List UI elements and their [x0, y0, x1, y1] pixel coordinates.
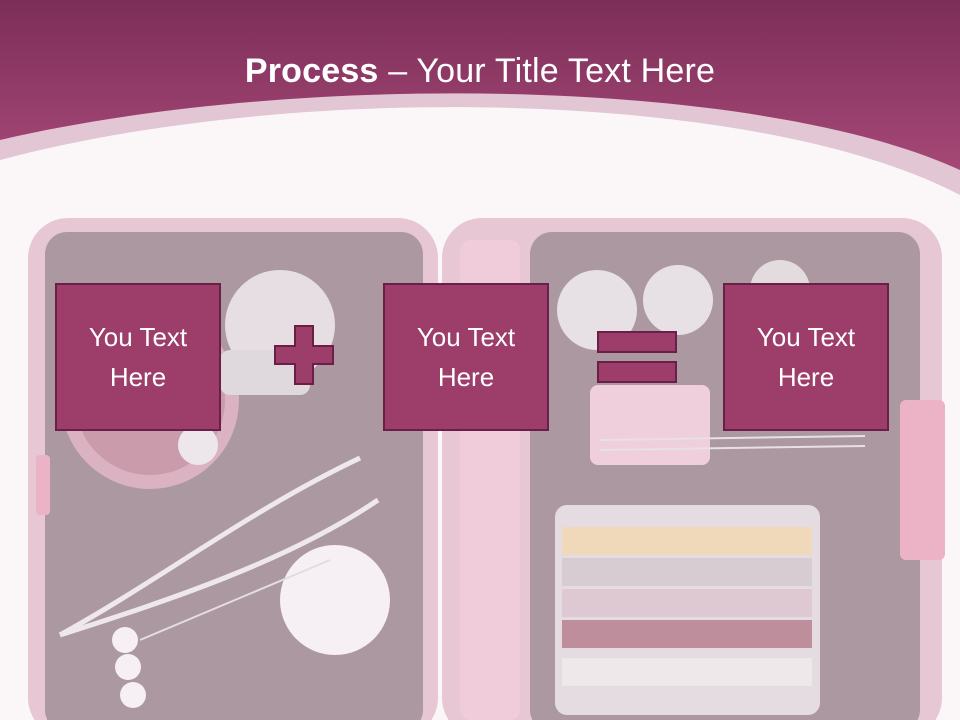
process-box-1: You Text Here: [55, 283, 221, 431]
process-box-3: You Text Here: [723, 283, 889, 431]
process-box-2: You Text Here: [383, 283, 549, 431]
header-band: [0, 0, 960, 200]
process-box-2-text: You Text Here: [416, 322, 516, 392]
equals-icon: [597, 331, 677, 383]
title-bold: Process: [244, 52, 379, 90]
process-box-1-text: You Text Here: [88, 322, 188, 392]
title-rest: – Your Title Text Here: [378, 52, 716, 90]
plus-icon: [274, 325, 334, 385]
slide-title: Process – Your Title Text Here: [0, 52, 960, 91]
process-box-3-text: You Text Here: [756, 322, 856, 392]
sewing-kit-photo: [28, 218, 945, 720]
